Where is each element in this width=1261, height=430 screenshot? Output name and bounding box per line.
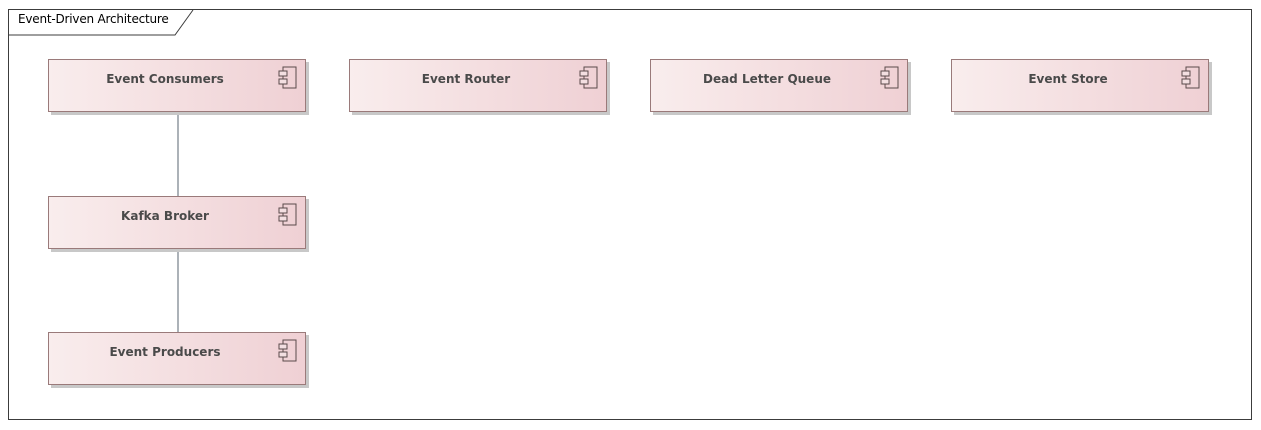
component-event-consumers[interactable]: Event Consumers <box>48 59 306 112</box>
component-dead-letter-queue[interactable]: Dead Letter Queue <box>650 59 908 112</box>
component-label: Dead Letter Queue <box>702 72 832 86</box>
component-event-store[interactable]: Event Store <box>951 59 1209 112</box>
component-icon <box>278 203 297 226</box>
component-icon <box>880 66 899 89</box>
component-icon <box>278 66 297 89</box>
component-icon <box>579 66 598 89</box>
component-event-producers[interactable]: Event Producers <box>48 332 306 385</box>
component-label: Event Producers <box>109 345 221 359</box>
component-icon <box>278 339 297 362</box>
frame-title: Event-Driven Architecture <box>18 12 169 26</box>
component-icon <box>1181 66 1200 89</box>
component-label: Kafka Broker <box>121 209 209 223</box>
component-event-router[interactable]: Event Router <box>349 59 607 112</box>
component-label: Event Router <box>421 72 511 86</box>
component-label: Event Consumers <box>106 72 224 86</box>
component-kafka-broker[interactable]: Kafka Broker <box>48 196 306 249</box>
component-label: Event Store <box>1028 72 1108 86</box>
diagram-frame <box>8 9 1252 420</box>
